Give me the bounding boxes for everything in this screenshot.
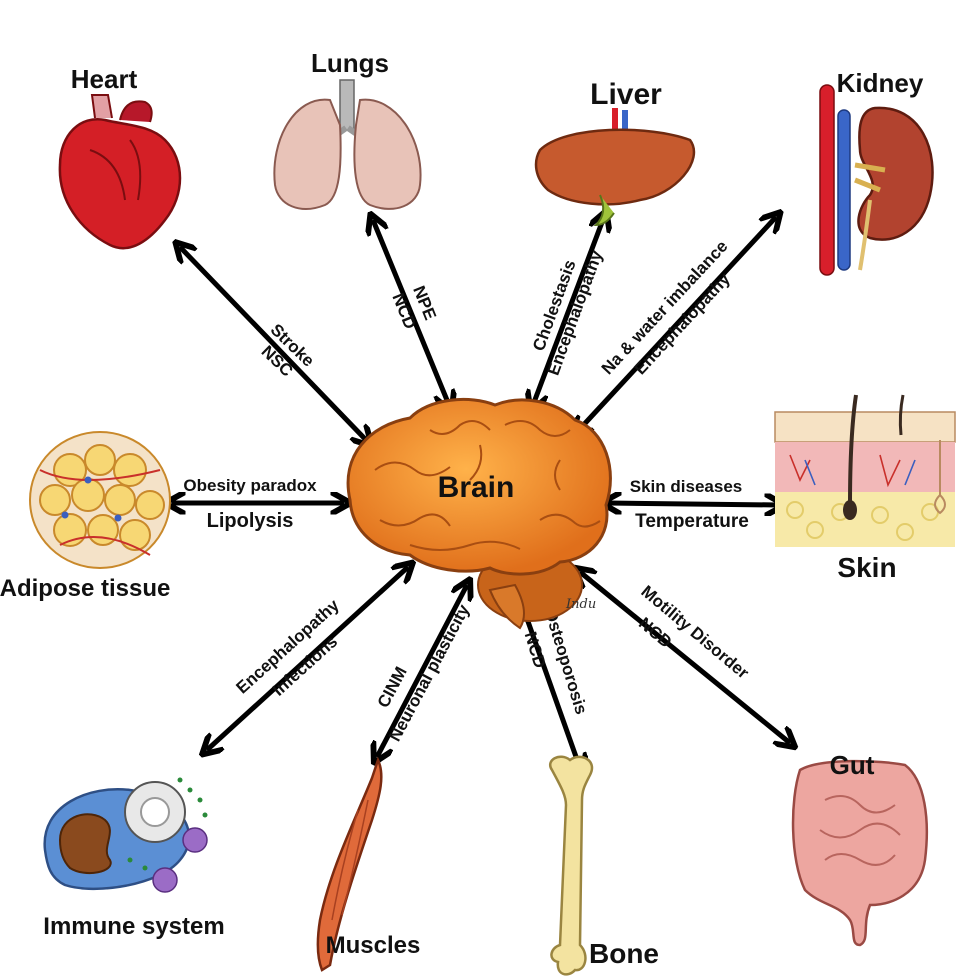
bone-label: Bone [589, 938, 659, 969]
label-obesity-paradox: Obesity paradox [183, 476, 317, 495]
liver-illustration [536, 108, 694, 225]
brain-illustration: Brain Indu [348, 399, 610, 628]
artist-signature: Indu [565, 597, 596, 612]
liver-label: Liver [590, 78, 662, 111]
label-ncd-bone: NCD [521, 630, 550, 671]
heart-illustration [60, 95, 180, 248]
skin-label: Skin [837, 552, 896, 583]
arrow-gut [580, 572, 790, 743]
label-skin-diseases: Skin diseases [630, 477, 742, 496]
label-na-water: Na & water imbalance [598, 237, 732, 378]
brain-label: Brain [438, 471, 515, 504]
adipose-illustration [30, 432, 170, 568]
label-temperature: Temperature [635, 511, 749, 532]
kidney-illustration [820, 85, 933, 275]
gut-illustration [793, 761, 927, 945]
bone-illustration [550, 757, 592, 975]
kidney-label: Kidney [837, 68, 924, 98]
immune-label: Immune system [43, 913, 224, 940]
immune-illustration [45, 778, 208, 893]
label-lipolysis: Lipolysis [207, 510, 294, 532]
heart-label: Heart [71, 64, 138, 94]
skin-illustration [775, 395, 955, 547]
lungs-illustration [274, 80, 420, 209]
arrow-skin [608, 503, 778, 505]
muscles-label: Muscles [326, 932, 421, 959]
gut-label: Gut [830, 750, 875, 780]
lungs-label: Lungs [311, 48, 389, 78]
adipose-label: Adipose tissue [0, 575, 170, 602]
